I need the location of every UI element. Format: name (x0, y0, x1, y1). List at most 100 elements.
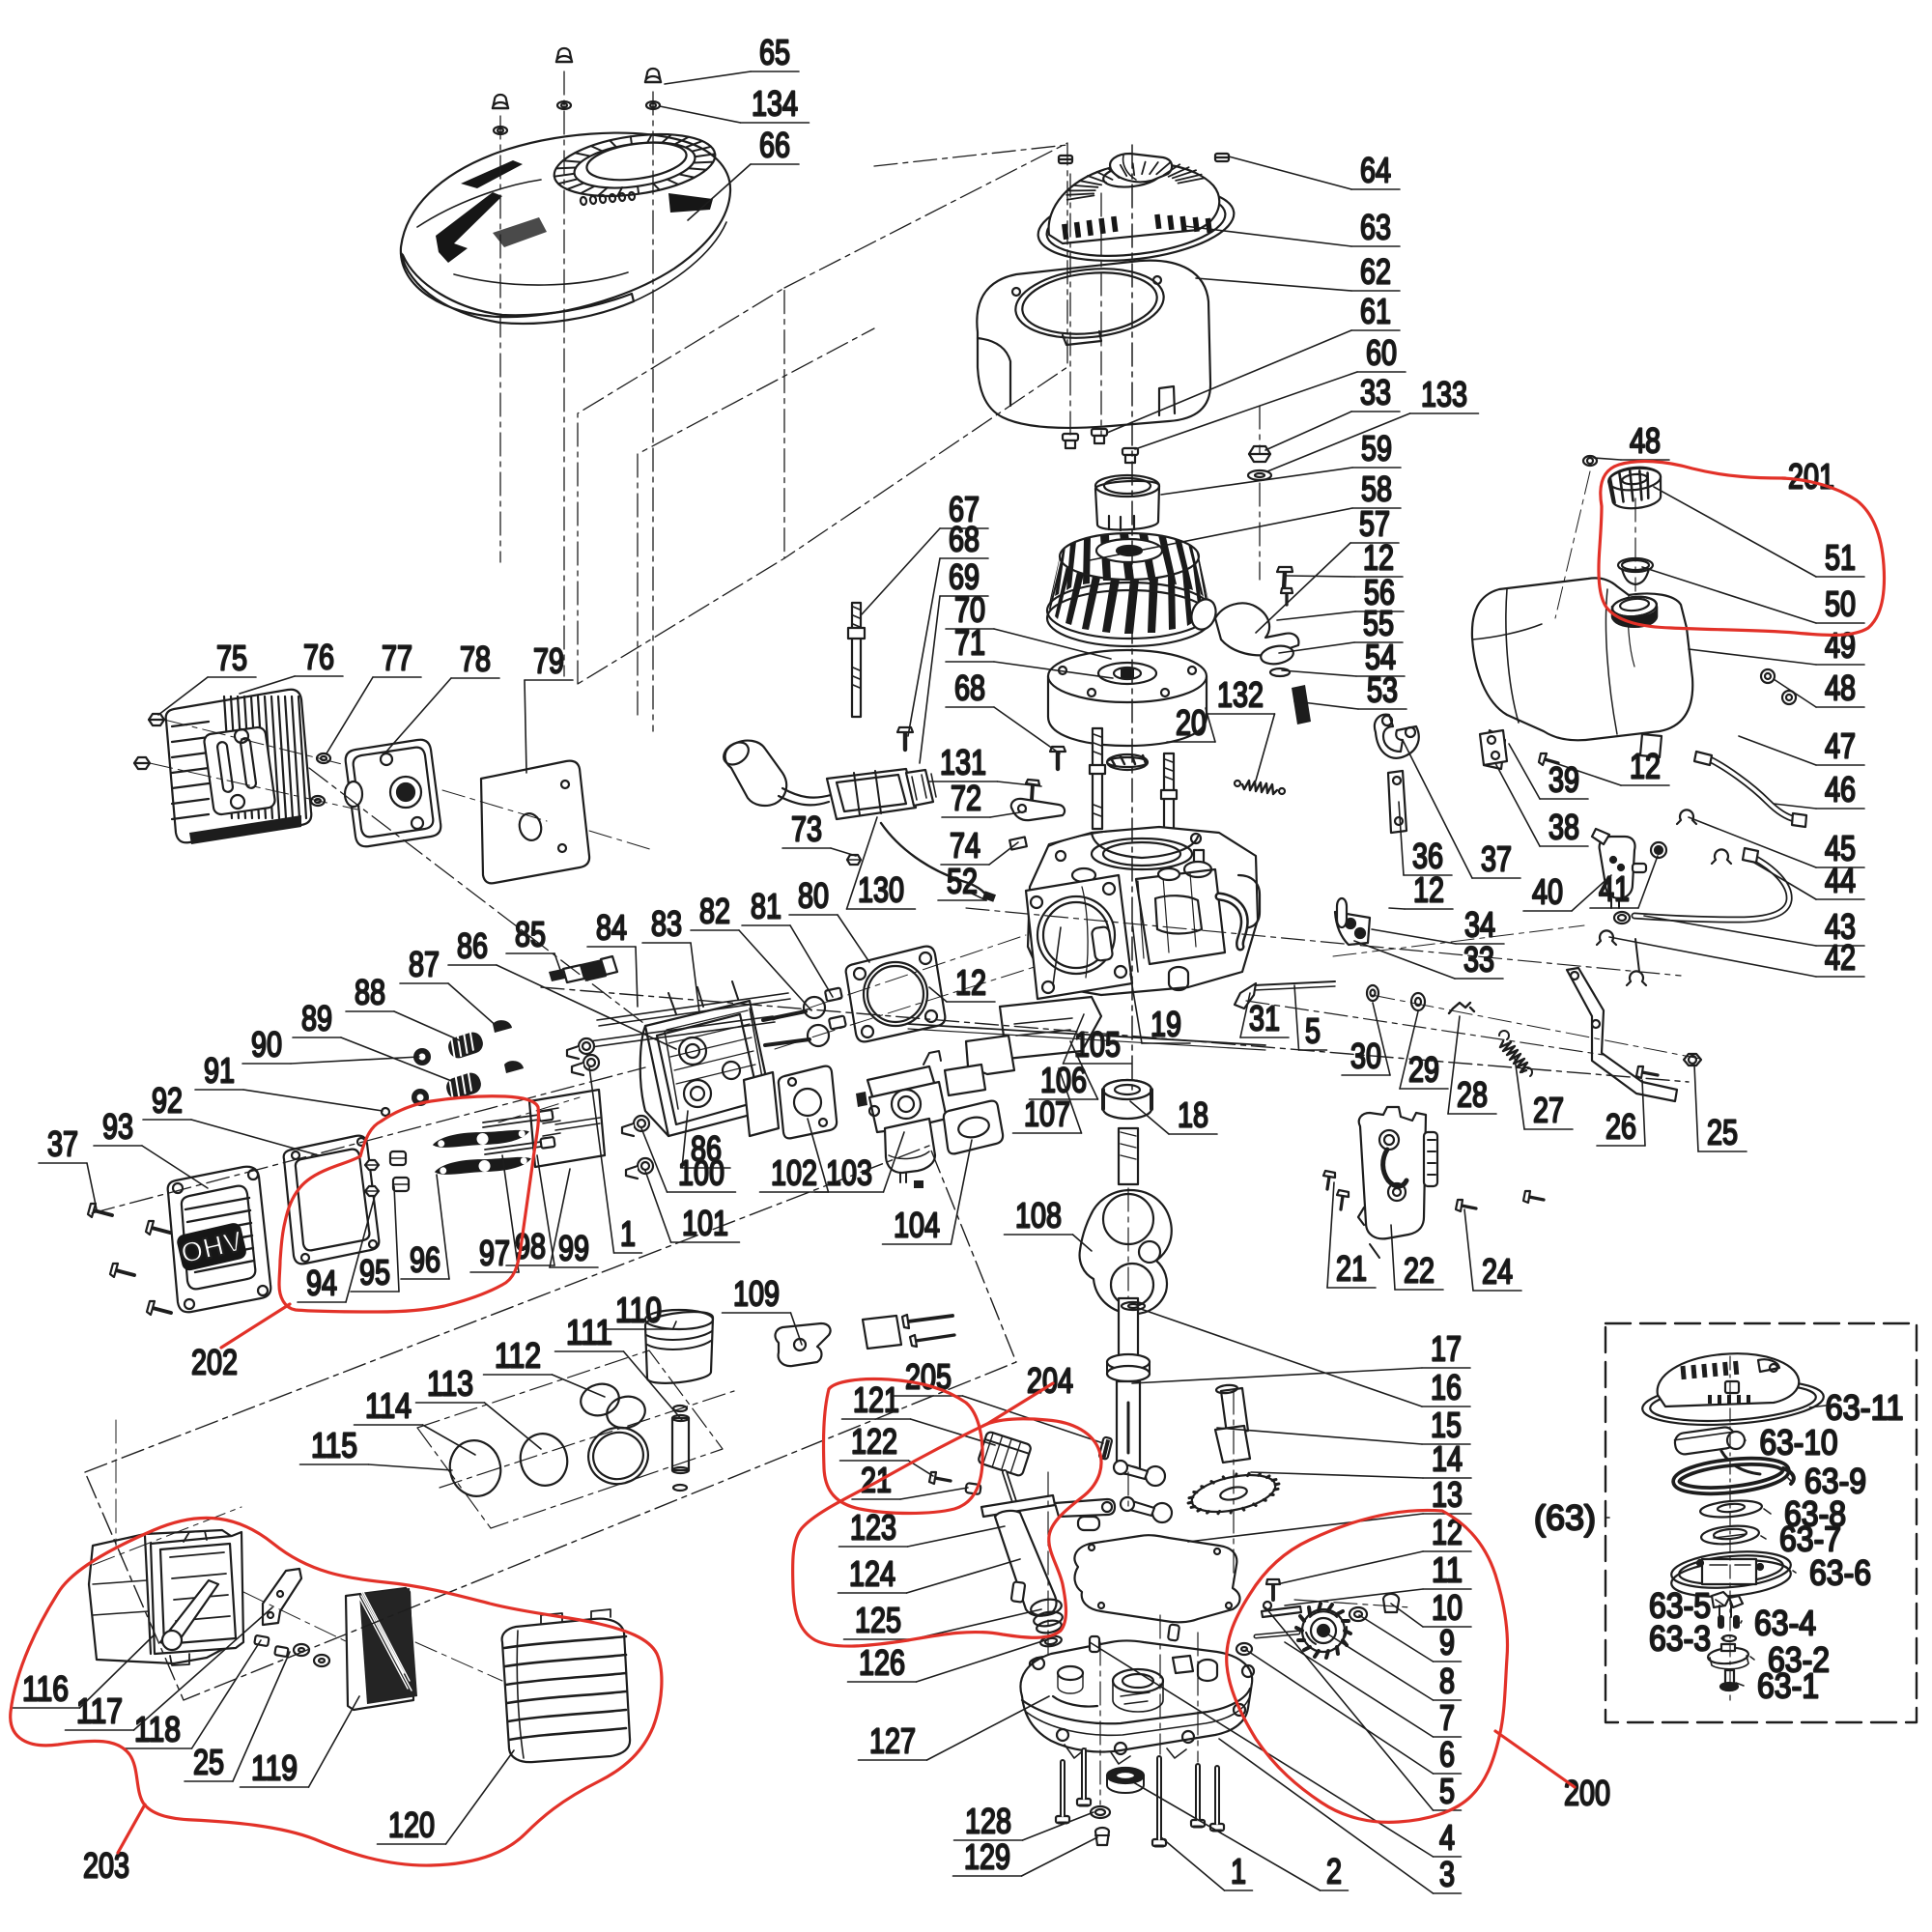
svg-text:9: 9 (1439, 1623, 1455, 1662)
svg-text:25: 25 (193, 1743, 224, 1782)
svg-text:102: 102 (771, 1153, 817, 1193)
svg-text:64: 64 (1360, 151, 1391, 190)
svg-text:58: 58 (1361, 469, 1392, 509)
svg-text:38: 38 (1548, 808, 1579, 847)
svg-text:8: 8 (1439, 1662, 1455, 1701)
svg-text:115: 115 (311, 1426, 357, 1465)
svg-text:63-6: 63-6 (1809, 1553, 1871, 1593)
svg-text:200: 200 (1564, 1774, 1610, 1813)
svg-text:3: 3 (1439, 1855, 1455, 1894)
svg-text:68: 68 (954, 668, 985, 708)
svg-text:43: 43 (1825, 907, 1856, 947)
svg-text:49: 49 (1825, 626, 1856, 666)
svg-text:83: 83 (651, 904, 682, 944)
svg-text:104: 104 (894, 1206, 940, 1245)
svg-text:4: 4 (1439, 1818, 1455, 1858)
svg-text:20: 20 (1176, 703, 1207, 743)
svg-text:79: 79 (533, 641, 564, 681)
svg-text:33: 33 (1360, 373, 1391, 412)
svg-text:29: 29 (1408, 1050, 1439, 1090)
svg-text:52: 52 (947, 862, 978, 901)
svg-text:44: 44 (1825, 861, 1856, 900)
svg-text:19: 19 (1151, 1005, 1181, 1044)
svg-text:77: 77 (382, 639, 412, 678)
svg-text:28: 28 (1457, 1075, 1488, 1115)
svg-text:106: 106 (1040, 1061, 1087, 1100)
svg-text:90: 90 (251, 1025, 282, 1065)
svg-text:113: 113 (427, 1364, 473, 1404)
svg-text:46: 46 (1825, 770, 1856, 810)
svg-text:119: 119 (251, 1748, 298, 1788)
svg-text:85: 85 (515, 915, 546, 954)
svg-text:132: 132 (1217, 675, 1264, 715)
svg-text:76: 76 (303, 638, 334, 677)
svg-text:12: 12 (1413, 870, 1444, 910)
svg-text:63-5: 63-5 (1649, 1586, 1711, 1626)
svg-text:120: 120 (388, 1805, 435, 1845)
svg-text:13: 13 (1432, 1475, 1463, 1515)
svg-text:51: 51 (1825, 538, 1856, 578)
svg-text:65: 65 (759, 33, 790, 72)
svg-text:59: 59 (1361, 429, 1392, 469)
svg-text:134: 134 (752, 84, 798, 124)
svg-text:5: 5 (1305, 1011, 1321, 1051)
svg-text:63-8: 63-8 (1784, 1494, 1846, 1534)
svg-text:17: 17 (1431, 1329, 1462, 1369)
svg-text:30: 30 (1350, 1037, 1381, 1076)
svg-text:63-1: 63-1 (1757, 1666, 1819, 1706)
svg-text:110: 110 (615, 1291, 662, 1330)
svg-text:82: 82 (699, 892, 730, 931)
svg-text:72: 72 (951, 779, 981, 818)
svg-text:45: 45 (1825, 829, 1856, 868)
svg-text:131: 131 (940, 743, 986, 782)
svg-text:34: 34 (1464, 905, 1495, 945)
svg-text:91: 91 (204, 1051, 235, 1091)
svg-text:203: 203 (83, 1846, 129, 1886)
svg-text:63-11: 63-11 (1826, 1388, 1904, 1428)
svg-text:114: 114 (365, 1386, 412, 1426)
svg-text:112: 112 (495, 1336, 541, 1376)
svg-text:56: 56 (1364, 573, 1395, 612)
svg-text:68: 68 (949, 520, 980, 559)
svg-text:48: 48 (1630, 421, 1661, 461)
svg-text:40: 40 (1532, 872, 1563, 912)
svg-text:36: 36 (1412, 837, 1443, 876)
svg-text:63-9: 63-9 (1804, 1462, 1866, 1501)
svg-text:62: 62 (1360, 252, 1391, 292)
svg-text:111: 111 (566, 1313, 612, 1352)
svg-text:93: 93 (102, 1107, 133, 1147)
svg-text:48: 48 (1825, 668, 1856, 708)
svg-text:121: 121 (853, 1380, 899, 1420)
svg-text:25: 25 (1707, 1113, 1738, 1152)
svg-text:54: 54 (1365, 638, 1396, 677)
svg-text:81: 81 (751, 887, 781, 926)
svg-text:26: 26 (1605, 1107, 1636, 1147)
svg-text:57: 57 (1359, 504, 1390, 544)
svg-text:39: 39 (1548, 760, 1579, 800)
svg-text:86: 86 (457, 926, 488, 966)
svg-text:75: 75 (216, 639, 247, 678)
svg-text:21: 21 (861, 1461, 892, 1500)
svg-text:125: 125 (855, 1601, 901, 1640)
svg-text:31: 31 (1249, 999, 1280, 1038)
svg-text:118: 118 (134, 1710, 181, 1749)
svg-text:204: 204 (1027, 1361, 1073, 1401)
svg-text:73: 73 (791, 810, 822, 849)
svg-text:7: 7 (1439, 1698, 1455, 1738)
svg-text:80: 80 (798, 876, 829, 916)
svg-text:86: 86 (691, 1129, 722, 1169)
svg-text:1: 1 (1231, 1852, 1246, 1891)
svg-text:108: 108 (1015, 1196, 1062, 1236)
svg-text:122: 122 (851, 1422, 897, 1462)
svg-text:107: 107 (1024, 1094, 1070, 1134)
svg-text:12: 12 (1630, 747, 1661, 786)
svg-text:24: 24 (1482, 1252, 1513, 1292)
svg-text:97: 97 (479, 1234, 510, 1273)
svg-text:66: 66 (759, 126, 790, 165)
svg-text:63-7: 63-7 (1779, 1520, 1841, 1559)
svg-text:78: 78 (460, 639, 491, 679)
svg-text:27: 27 (1533, 1091, 1564, 1130)
svg-text:130: 130 (858, 870, 904, 910)
svg-text:37: 37 (1481, 839, 1512, 879)
svg-text:87: 87 (409, 945, 440, 984)
